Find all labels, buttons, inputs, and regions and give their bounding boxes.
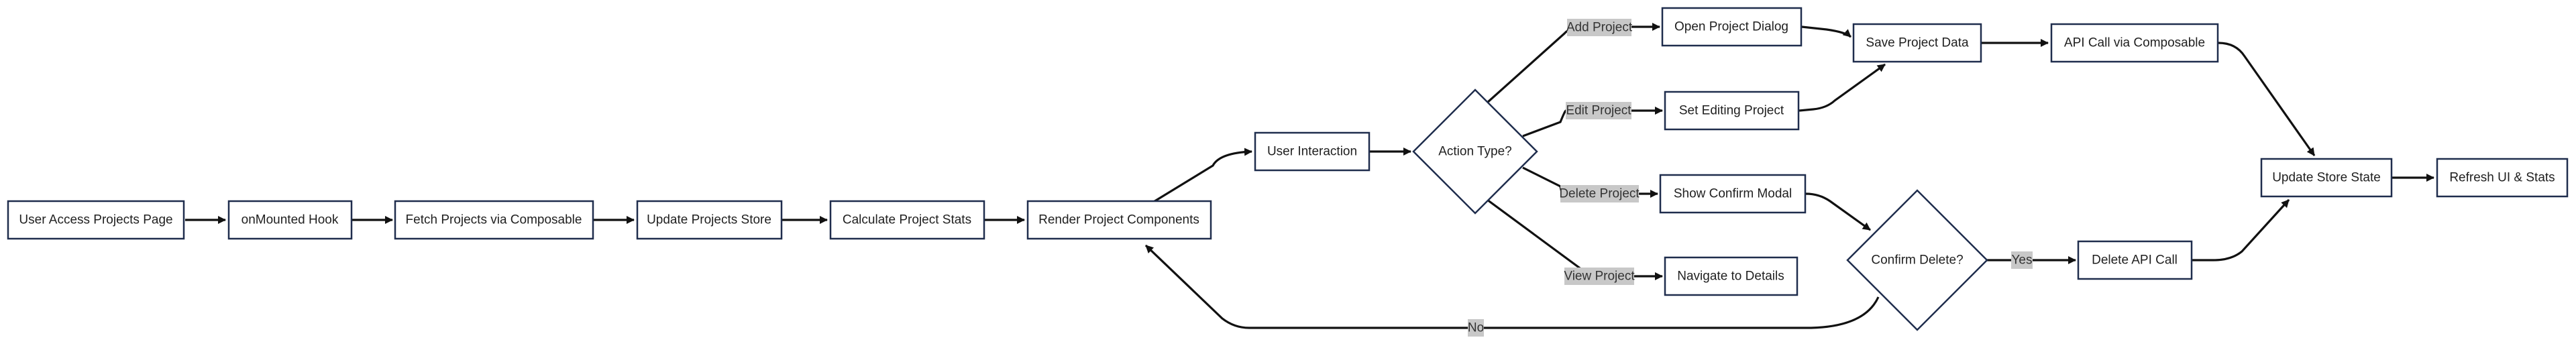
node-update-store-state: Update Store State: [2260, 158, 2393, 198]
node-label: API Call via Composable: [2064, 36, 2205, 50]
node-box: [1664, 256, 1799, 296]
node-label: Delete API Call: [2092, 253, 2178, 268]
edge-label-yes-bg: [2011, 251, 2033, 269]
edge-open-dialog-to-save: [1801, 25, 1852, 38]
node-delete-api-call: Delete API Call: [2077, 240, 2193, 280]
edge-action-to-open-dialog: [1473, 25, 1591, 115]
node-label: Update Projects Store: [647, 213, 771, 227]
node-api-call-via-composable: API Call via Composable: [2050, 23, 2219, 63]
edge-label-no: No: [1468, 321, 1484, 335]
edge-label-delete-project-bg: [1560, 185, 1639, 202]
edge-confirm-delete-no-to-render: [1144, 244, 1880, 329]
node-navigate-to-details: Navigate to Details: [1664, 256, 1799, 296]
node-box: [829, 200, 985, 240]
edge-label-delete-project: Delete Project: [1559, 187, 1640, 201]
node-box: [394, 200, 594, 240]
node-box: [1659, 174, 1807, 214]
node-open-project-dialog: Open Project Dialog: [1661, 7, 1803, 47]
node-box: [2050, 23, 2219, 63]
node-refresh-ui-stats: Refresh UI & Stats: [2436, 158, 2569, 198]
edge-delete-api-to-update-store-state: [2192, 198, 2290, 261]
node-label: Save Project Data: [1866, 36, 1969, 50]
node-label: Render Project Components: [1038, 213, 1199, 227]
node-set-editing-project: Set Editing Project: [1664, 91, 1800, 131]
edge-label-add-project-bg: [1567, 19, 1631, 36]
node-show-confirm-modal: Show Confirm Modal: [1659, 174, 1807, 214]
edge-render-to-user-interaction: [1152, 148, 1252, 204]
edge-label-edit-project: Edit Project: [1566, 104, 1631, 118]
node-box: [2436, 158, 2569, 198]
edge-label-view-project: View Project: [1564, 270, 1635, 284]
node-action-type-decision: Action Type?: [1412, 89, 1538, 215]
node-label: Action Type?: [1438, 145, 1512, 159]
node-label: Update Store State: [2272, 171, 2381, 185]
node-box: [2077, 240, 2193, 280]
node-label: Set Editing Project: [1679, 104, 1784, 118]
edge-api-call-to-update-store-state: [2218, 42, 2316, 156]
edge-label-edit-project-bg: [1566, 102, 1631, 119]
node-confirm-delete-decision: Confirm Delete?: [1846, 189, 1988, 331]
node-box: [1661, 7, 1803, 47]
node-label: onMounted Hook: [241, 213, 339, 227]
node-render-project-components: Render Project Components: [1026, 200, 1212, 240]
node-user-interaction: User Interaction: [1254, 131, 1371, 172]
node-box: [636, 200, 783, 240]
edge-label-yes: Yes: [2012, 253, 2033, 268]
nodes: User Access Projects Page onMounted Hook…: [7, 7, 2569, 331]
node-label: User Interaction: [1267, 145, 1357, 159]
node-box: [227, 200, 353, 240]
edge-action-to-navigate: [1474, 189, 1585, 273]
node-label: Refresh UI & Stats: [2449, 171, 2555, 185]
node-label: Fetch Projects via Composable: [406, 213, 582, 227]
node-update-projects-store: Update Projects Store: [636, 200, 783, 240]
node-fetch-projects: Fetch Projects via Composable: [394, 200, 594, 240]
node-label: Show Confirm Modal: [1674, 187, 1792, 201]
node-box: [1026, 200, 1212, 240]
node-user-access-projects-page: User Access Projects Page: [7, 200, 185, 240]
edge-action-to-set-editing: [1522, 109, 1567, 137]
node-label: Confirm Delete?: [1871, 253, 1963, 268]
edge-set-editing-to-save: [1799, 63, 1886, 112]
node-calculate-project-stats: Calculate Project Stats: [829, 200, 985, 240]
node-diamond: [1846, 189, 1988, 331]
node-box: [1254, 131, 1371, 172]
node-box: [2260, 158, 2393, 198]
edge-label-no-bg: [1468, 319, 1484, 337]
edge-show-confirm-to-confirm-delete: [1805, 192, 1871, 231]
node-label: Navigate to Details: [1677, 270, 1784, 284]
edge-labels: Add Project Edit Project Delete Project …: [1468, 19, 2033, 337]
edge-action-to-show-confirm: [1522, 166, 1564, 195]
node-onmounted-hook: onMounted Hook: [227, 200, 353, 240]
node-label: User Access Projects Page: [19, 213, 172, 227]
node-box: [7, 200, 185, 240]
node-save-project-data: Save Project Data: [1852, 23, 1982, 63]
node-label: Calculate Project Stats: [843, 213, 971, 227]
edge-label-view-project-bg: [1564, 268, 1634, 285]
edge-label-add-project: Add Project: [1566, 21, 1633, 35]
node-box: [1664, 91, 1800, 131]
node-diamond: [1412, 89, 1538, 215]
edges: [185, 23, 2434, 329]
node-box: [1852, 23, 1982, 63]
node-label: Open Project Dialog: [1674, 20, 1788, 34]
